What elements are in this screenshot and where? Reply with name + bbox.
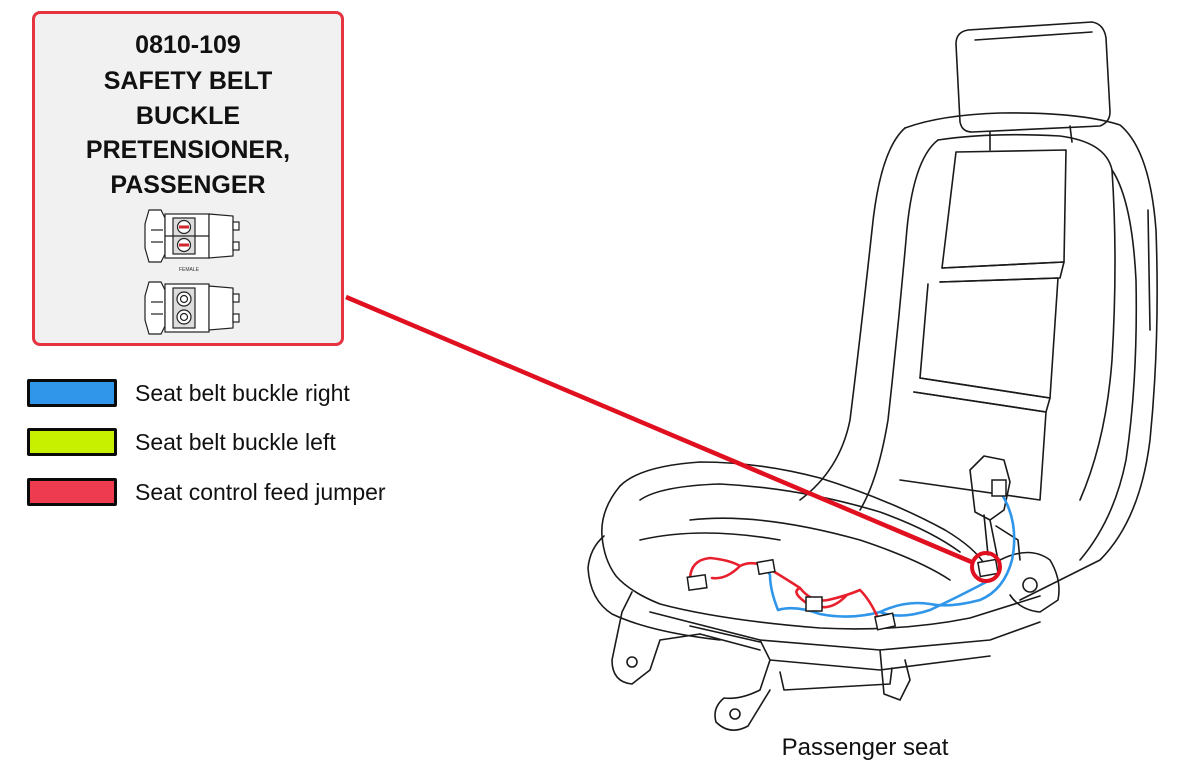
legend-label: Seat control feed jumper (135, 479, 386, 505)
connector-icon (991, 479, 1007, 497)
legend-swatch-red (27, 478, 117, 506)
seat-drawing (587, 21, 1158, 731)
connector-icon (756, 558, 776, 576)
harness-connectors (686, 479, 1007, 631)
connector-title-line: PASSENGER (110, 170, 266, 199)
connector-code: 0810-109 (135, 31, 241, 59)
connector-title: SAFETY BELT BUCKLE PRETENSIONER, PASSENG… (35, 64, 341, 202)
connector-title-line: BUCKLE (135, 101, 241, 130)
female-connector-image: FEMALE (144, 209, 240, 273)
connector-icon (977, 558, 999, 578)
connector-icon (686, 573, 708, 592)
callout-leader-line (345, 294, 975, 566)
legend-item-seat-belt-buckle-left: Seat belt buckle left (27, 427, 407, 461)
legend-label: Seat belt buckle left (135, 429, 336, 455)
seat-caption: Passenger seat (781, 734, 949, 761)
pretensioner-highlight (970, 551, 1002, 583)
female-connector-label: FEMALE (179, 267, 200, 273)
connector-icon (805, 596, 823, 612)
connector-icon (874, 612, 897, 631)
legend-swatch-green (27, 428, 117, 456)
male-connector-image (144, 281, 240, 335)
blue-wire (764, 488, 1016, 618)
legend-label: Seat belt buckle right (135, 380, 350, 406)
legend-swatch-blue (27, 379, 117, 407)
legend-item-seat-control-feed-jumper: Seat control feed jumper (27, 477, 407, 511)
legend-item-seat-belt-buckle-right: Seat belt buckle right (27, 378, 407, 412)
red-wire (688, 556, 880, 620)
connector-title-line: PRETENSIONER, (85, 136, 291, 164)
connector-title-line: SAFETY BELT (103, 67, 273, 95)
connector-callout-box: 0810-109 SAFETY BELT BUCKLE PRETENSIONER… (32, 11, 344, 346)
